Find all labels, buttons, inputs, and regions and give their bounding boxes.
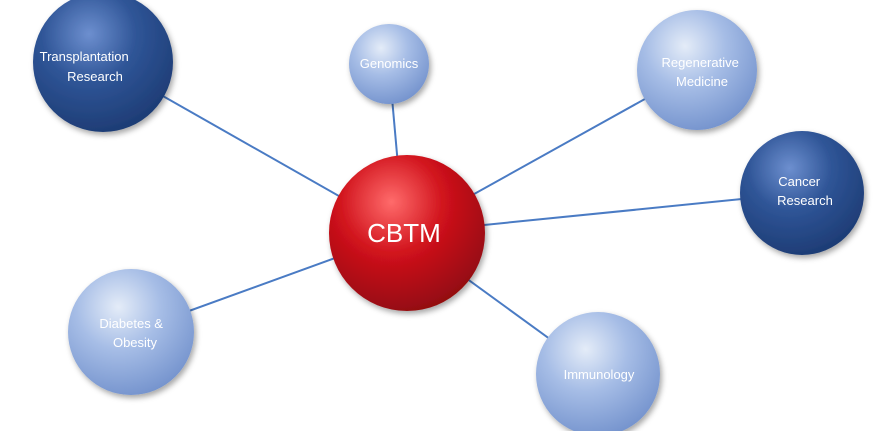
svg-text:Cancer Research: Cancer Research [777,174,833,208]
node-label-diabetes-2: Obesity [113,335,158,350]
node-circle-cancer [740,131,864,255]
center-label: CBTM [367,218,441,248]
node-immunology: Immunology [536,312,660,431]
node-diabetes: Diabetes & Obesity [68,269,194,395]
node-circle-genomics [349,24,429,104]
node-transplantation: Transplantation Research [33,0,173,132]
node-label-transplantation-1: Transplantation [40,49,129,64]
center-hub: CBTM [329,155,485,311]
center-circle [329,155,485,311]
node-label-cancer-2: Research [777,193,833,208]
node-label-regenerative-2: Medicine [676,74,728,89]
svg-text:Diabetes & Obesity: Diabetes & Obesity [99,316,166,350]
node-circle-regenerative [637,10,757,130]
node-cancer: Cancer Research [740,131,864,255]
node-label-genomics-1: Genomics [360,56,419,71]
node-label-transplantation-2: Research [67,69,123,84]
node-label-cancer-1: Cancer [778,174,821,189]
node-circle-immunology [536,312,660,431]
svg-text:Genomics: Genomics [360,56,419,71]
node-circle-diabetes [68,269,194,395]
node-regenerative: Regenerative Medicine [637,10,757,130]
svg-text:Immunology: Immunology [564,367,635,382]
node-label-immunology-1: Immunology [564,367,635,382]
svg-text:Transplantation Resear: Transplantation Research [40,49,133,84]
node-circle-transplantation [33,0,173,132]
node-label-diabetes-1: Diabetes & [99,316,163,331]
node-label-regenerative-1: Regenerative [662,55,739,70]
node-genomics: Genomics [349,24,429,104]
svg-text:Regenerative Medicine: Regenerative Medicine [662,55,743,89]
